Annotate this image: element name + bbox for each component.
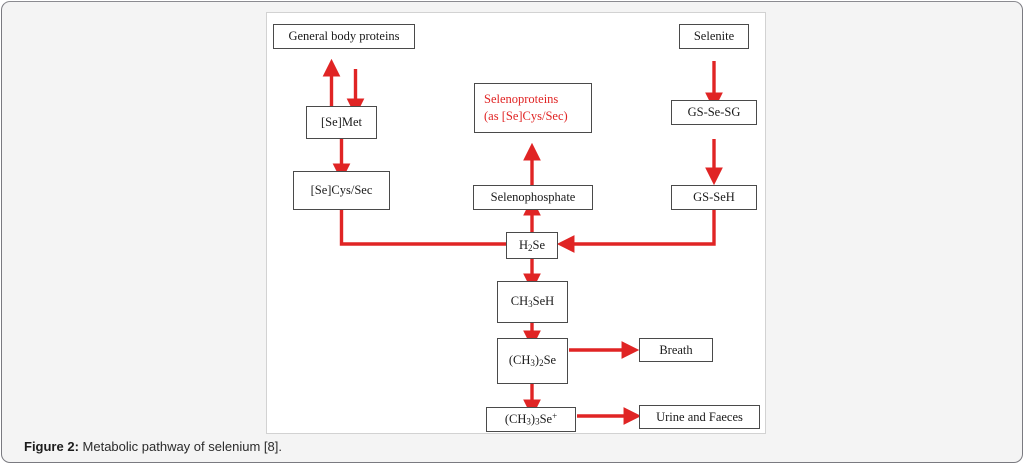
ch3seh-base: CH (510, 294, 529, 309)
node-ch3-3-se-plus-text: (CH3)3Se+ (504, 411, 558, 428)
node-se-cys-sec[interactable]: [Se]Cys/Sec (293, 171, 390, 210)
selenoproteins-line-2: (as [Se]Cys/Sec) (484, 109, 568, 123)
node-general-body-proteins[interactable]: General body proteins (273, 24, 415, 49)
node-ch3seh-text: CH3SeH (511, 294, 554, 309)
node-breath[interactable]: Breath (639, 338, 713, 362)
node-h2se[interactable]: H2Se (506, 232, 558, 259)
edge-gsseh-to-h2se (556, 210, 716, 253)
node-urine-and-faeces[interactable]: Urine and Faeces (639, 405, 760, 429)
figure-caption: Figure 2: Metabolic pathway of selenium … (24, 439, 282, 454)
node-gs-seh[interactable]: GS-SeH (671, 185, 757, 210)
figure-caption-label: Figure 2: (24, 439, 79, 454)
selenoproteins-line-1: Selenoproteins (484, 92, 559, 107)
h2se-tail: Se (532, 237, 546, 252)
node-gs-se-sg[interactable]: GS-Se-SG (671, 100, 757, 125)
node-ch3-2-se[interactable]: (CH3)2Se (497, 338, 568, 384)
selenium-metabolism-diagram: General body proteins [Se]Met [Se]Cys/Se… (267, 13, 765, 433)
edge-secyssec-to-h2se (339, 210, 536, 253)
figure-image-panel: General body proteins [Se]Met [Se]Cys/Se… (266, 12, 766, 434)
h2se-base: H (518, 237, 529, 252)
node-selenoproteins-text: Selenoproteins (as [Se]Cys/Sec) (484, 91, 568, 125)
node-selenophosphate[interactable]: Selenophosphate (473, 185, 593, 210)
node-ch3-3-se-plus[interactable]: (CH3)3Se+ (486, 407, 576, 432)
node-ch3-2-se-text: (CH3)2Se (508, 353, 557, 369)
node-selenoproteins[interactable]: Selenoproteins (as [Se]Cys/Sec) (474, 83, 592, 133)
figure-caption-text: Metabolic pathway of selenium [8]. (78, 439, 282, 454)
ch3seh-tail: SeH (532, 294, 555, 309)
ch3seh-subscript: 3 (528, 299, 533, 310)
node-ch3seh[interactable]: CH3SeH (497, 281, 568, 323)
node-se-met[interactable]: [Se]Met (306, 106, 377, 139)
node-h2se-text: H2Se (519, 238, 545, 253)
node-selenite[interactable]: Selenite (679, 24, 749, 49)
